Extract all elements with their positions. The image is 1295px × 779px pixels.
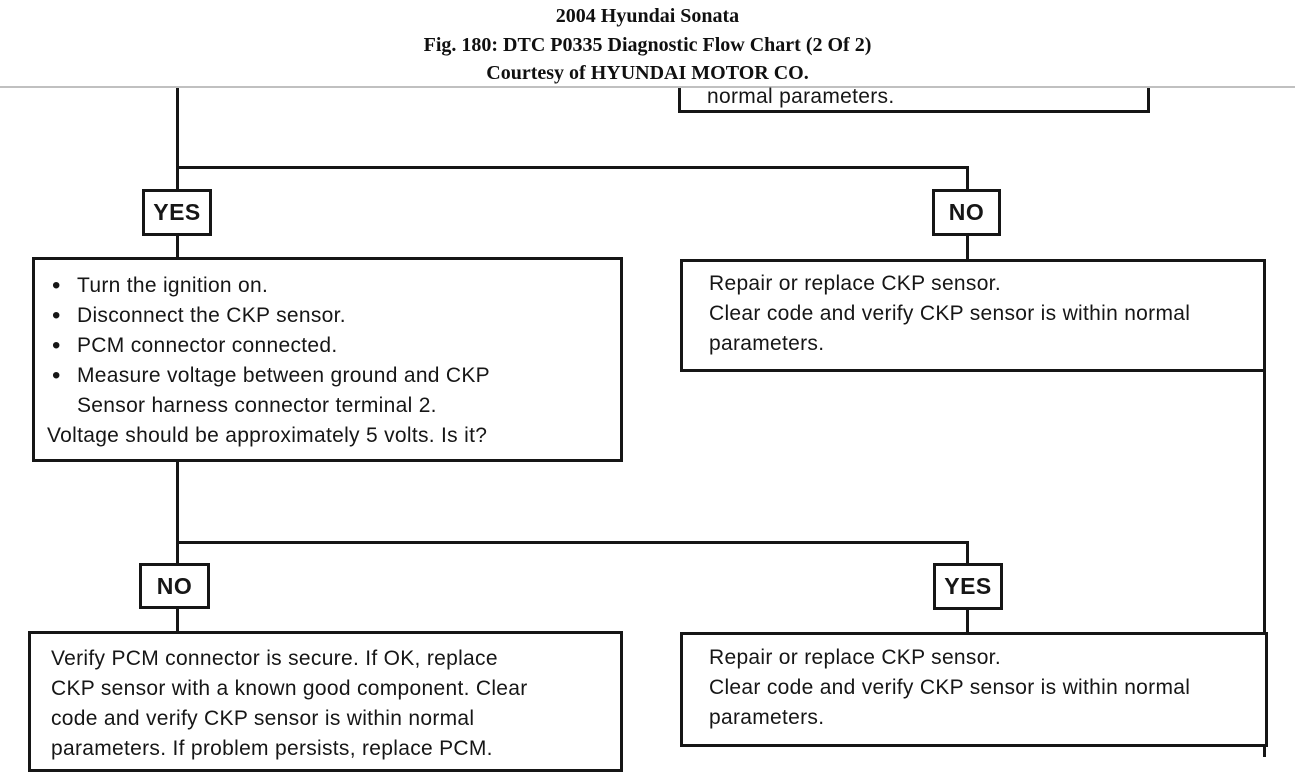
flow-line-branch1-horizontal	[176, 166, 969, 169]
flow-box-verify-pcm: Verify PCM connector is secure. If OK, r…	[28, 631, 623, 772]
figure-caption: Fig. 180: DTC P0335 Diagnostic Flow Char…	[423, 34, 872, 56]
flow-line-yes2-stub	[966, 610, 969, 633]
bullet-icon: •	[52, 332, 61, 359]
flow-box-partial-top: normal parameters.	[678, 85, 1150, 113]
decision-label-yes-1: YES	[142, 189, 212, 236]
flow-line-vertical-left-mid	[176, 462, 179, 565]
flow-line-right-margin	[1263, 372, 1266, 633]
decision-label-no-2: NO	[139, 563, 210, 609]
flow-box-text: normal parameters.	[707, 85, 895, 108]
flow-line-yes1-stub	[176, 235, 179, 258]
bullet-text: Disconnect the CKP sensor.	[77, 304, 346, 327]
test-question: Voltage should be approximately 5 volts.…	[47, 424, 488, 447]
flow-box-text: Verify PCM connector is secure. If OK, r…	[51, 647, 528, 760]
bullet-item: • Disconnect the CKP sensor.	[47, 301, 612, 331]
bullet-icon: •	[52, 272, 61, 299]
bullet-text: PCM connector connected.	[77, 334, 338, 357]
page-title: 2004 Hyundai Sonata	[555, 5, 740, 27]
flow-line-no2-stub	[176, 608, 179, 632]
bullet-text: Turn the ignition on.	[77, 274, 269, 297]
bullet-item: • Measure voltage between ground and CKP…	[47, 361, 612, 421]
flow-box-text: Repair or replace CKP sensor. Clear code…	[709, 272, 1191, 355]
decision-label-yes-2: YES	[933, 563, 1003, 610]
decision-label-no-1: NO	[932, 189, 1001, 236]
bullet-item: • PCM connector connected.	[47, 331, 612, 361]
flow-box-repair-top: Repair or replace CKP sensor. Clear code…	[680, 259, 1266, 372]
flow-line-vertical-left-top	[176, 88, 179, 190]
bullet-icon: •	[52, 302, 61, 329]
flow-line-right-margin-tail	[1263, 745, 1266, 757]
flow-box-test-procedure: • Turn the ignition on. • Disconnect the…	[32, 257, 623, 462]
flow-box-text: Repair or replace CKP sensor. Clear code…	[709, 646, 1191, 729]
courtesy-line: Courtesy of HYUNDAI MOTOR CO.	[486, 62, 809, 84]
flow-line-branch1-drop-right	[966, 166, 969, 190]
bullet-item: • Turn the ignition on.	[47, 271, 612, 301]
bullet-icon: •	[52, 362, 61, 389]
header-divider-line	[0, 86, 1295, 88]
flow-line-branch2-drop-right	[966, 541, 969, 565]
flow-line-no1-stub	[966, 235, 969, 260]
bullet-text: Measure voltage between ground and CKP S…	[77, 364, 490, 417]
flow-line-branch2-horizontal	[176, 541, 969, 544]
flow-box-repair-bottom: Repair or replace CKP sensor. Clear code…	[680, 632, 1268, 747]
